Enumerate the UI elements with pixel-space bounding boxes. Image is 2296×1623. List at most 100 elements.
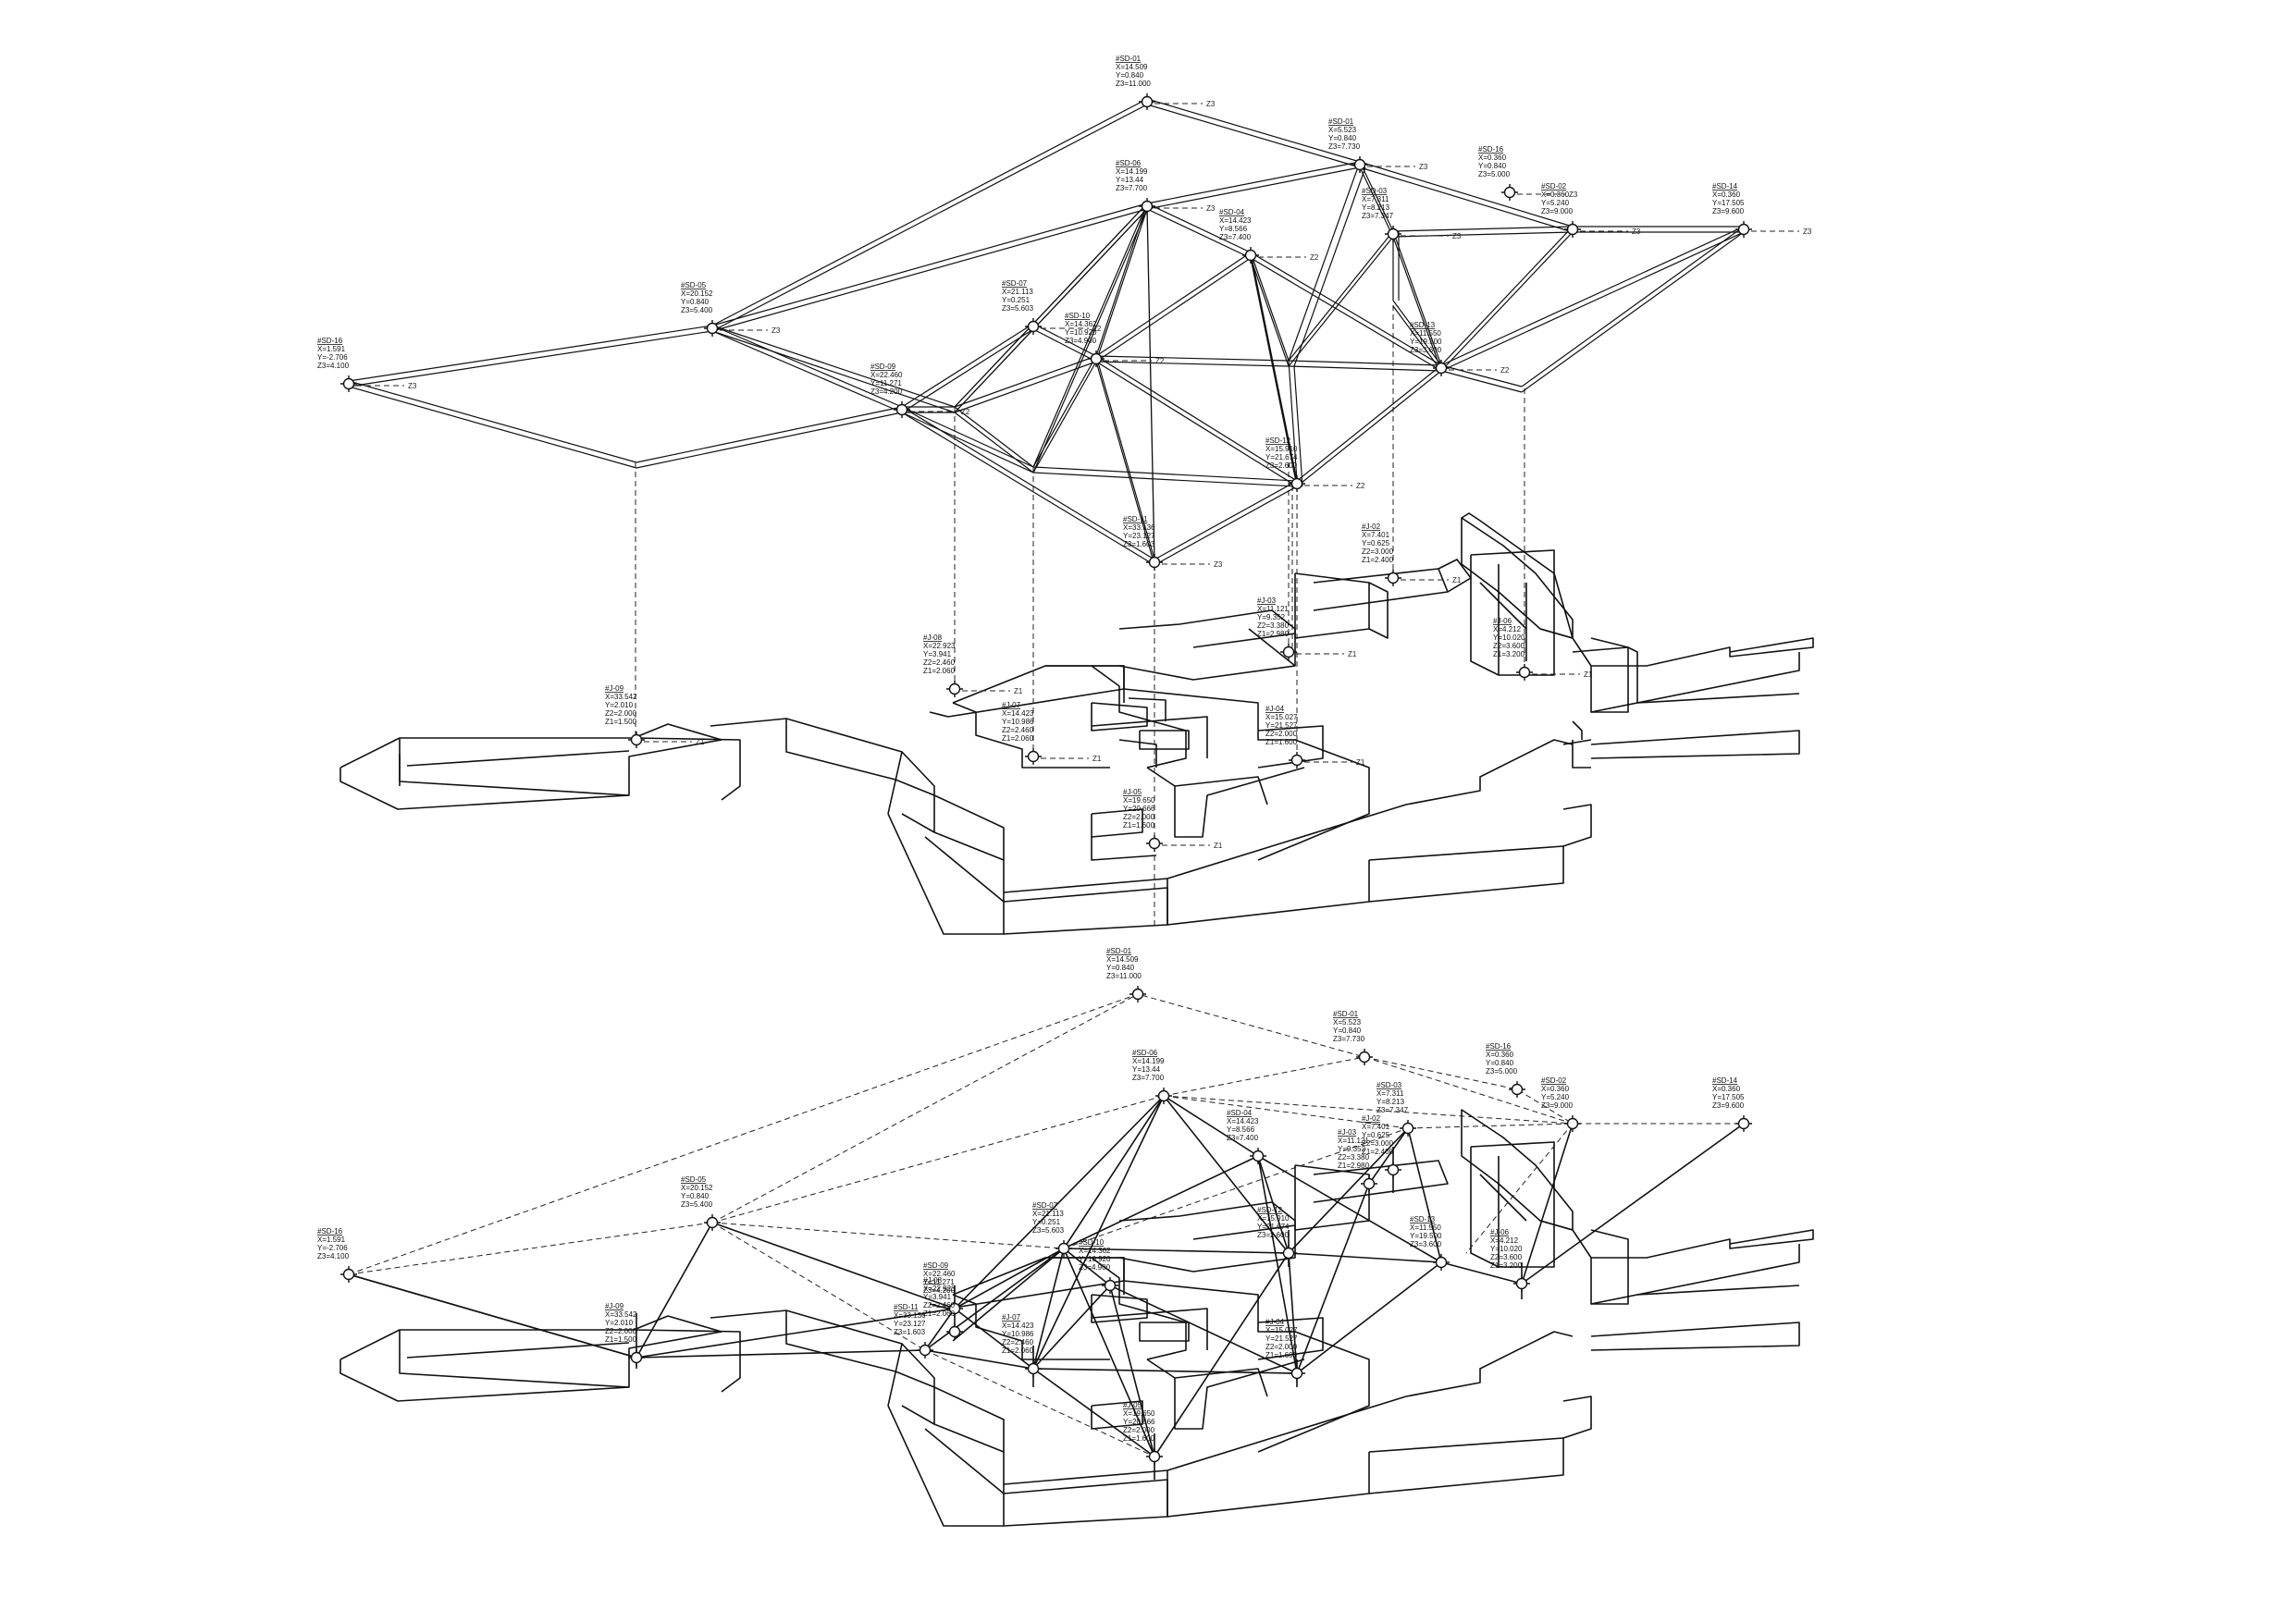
bottom-node-label-line: #SD-13	[1410, 1215, 1436, 1223]
top-node-label-line: X=0.360	[1541, 191, 1570, 199]
top-node-label-line: X=14.509	[1116, 63, 1148, 71]
top-node-label-line: Y=10.986	[1002, 718, 1034, 726]
top-z-tag: Z2	[1500, 366, 1510, 375]
bottom-node-label-line: Y=0.840	[1106, 964, 1135, 972]
bottom-node-label-line: #J-07	[1002, 1313, 1021, 1322]
bottom-node-label-line: Y=3.941	[923, 1293, 952, 1301]
top-node-label-line: Y=13.44	[1116, 176, 1144, 184]
bottom-node-label-line: Z3=5.000	[1486, 1067, 1518, 1076]
top-node-label-line: Y=19.500	[1410, 338, 1442, 346]
top-node-label-line: X=5.523	[1328, 126, 1357, 134]
bottom-node-label-line: Z1=2.060	[923, 1309, 956, 1318]
top-z-tag: Z1	[1214, 842, 1223, 850]
bottom-node-label-line: Z1=1.500	[605, 1335, 637, 1344]
bottom-node-label-line: Y=9.352	[1338, 1145, 1366, 1153]
bottom-node-label-line: Z3=7.730	[1333, 1035, 1365, 1043]
bottom-node-label-line: Y=19.500	[1410, 1232, 1442, 1240]
bottom-node-label-line: #SD-06	[1132, 1049, 1158, 1057]
top-node-label-line: #SD-10	[1065, 312, 1091, 320]
top-node-label-line: Z3=7.400	[1219, 233, 1252, 241]
top-node-label-line: Z1=1.600	[1265, 738, 1298, 746]
top-node-label-line: Y=5.240	[1541, 199, 1570, 207]
bottom-node-label-line: X=0.360	[1712, 1085, 1741, 1093]
top-space-frame	[348, 98, 1745, 925]
top-node-label-line: Z2=2.000	[1265, 730, 1298, 738]
top-node-label-line: Z2=3.380	[1257, 621, 1290, 630]
top-node-label-line: #J-04	[1265, 705, 1285, 713]
top-node-label-line: X=0.360	[1712, 191, 1741, 199]
top-node-label-line: #J-08	[923, 633, 943, 642]
top-z-tag: Z3	[1206, 204, 1216, 213]
top-node-label-line: Z3=11.000	[1116, 80, 1151, 88]
top-node-label-line: Z2=3.000	[1362, 547, 1394, 556]
top-node-label-line: Z2=2.000	[605, 709, 637, 718]
bottom-node-label-line: Z3=5.603	[1032, 1226, 1065, 1235]
bottom-node-label-line: Z1=2.980	[1338, 1162, 1370, 1170]
bottom-node-label-line: #SD-05	[681, 1175, 707, 1184]
bottom-line-frame	[348, 993, 1745, 1480]
top-node-label-line: #SD-03	[1362, 187, 1388, 195]
bottom-node-label-line: #SD-10	[1079, 1238, 1105, 1247]
top-z-tag: Z3	[1452, 232, 1462, 240]
bottom-node-label-line: Y=11.271	[923, 1278, 955, 1286]
top-node-label-line: Z3=5.400	[681, 306, 713, 314]
top-node-label-line: Z3=5.000	[1478, 170, 1511, 178]
bottom-node-label-line: Z1=2.400	[1362, 1148, 1394, 1156]
bottom-node-label-line: Y=21.527	[1265, 1334, 1298, 1343]
bottom-node-label-line: Y=8.566	[1227, 1125, 1255, 1134]
top-node-label-line: Y=23.127	[1123, 532, 1155, 540]
top-z-tag: Z3	[1214, 560, 1223, 569]
bottom-node-label-line: Y=17.505	[1712, 1093, 1745, 1101]
bottom-node-label-line: Z3=7.347	[1376, 1106, 1409, 1114]
top-node-label-line: #SD-07	[1002, 279, 1028, 288]
top-node-label-line: X=14.199	[1116, 167, 1148, 176]
bottom-node-label-line: X=14.509	[1106, 955, 1139, 964]
top-node-label-line: Z2=3.600	[1493, 642, 1525, 650]
top-node-label-line: #SD-12	[1265, 436, 1291, 445]
bottom-node-label-line: Z1=1.600	[1123, 1434, 1155, 1443]
top-node-label-line: #J-06	[1493, 617, 1512, 625]
bottom-node-label-line: X=11.550	[1410, 1223, 1441, 1232]
top-node-label-line: X=15.027	[1265, 713, 1298, 721]
top-node-label-line: #SD-01	[1328, 117, 1354, 126]
bottom-node-label-line: Y=0.625	[1362, 1131, 1390, 1139]
bottom-node-label-line: X=1.591	[317, 1236, 346, 1244]
top-node-label-line: X=15.910	[1265, 445, 1298, 453]
top-node-label-line: Z3=9.000	[1541, 207, 1574, 215]
bottom-node-label-line: #SD-04	[1227, 1109, 1253, 1117]
top-node-label-line: X=14.362	[1065, 320, 1097, 328]
bottom-node-label-line: Z3=7.400	[1227, 1134, 1259, 1142]
bottom-node-label-line: X=15.910	[1257, 1214, 1290, 1223]
bottom-node-label-line: X=5.523	[1333, 1018, 1362, 1027]
top-z-tag: Z2	[1310, 253, 1319, 262]
bottom-node-label-line: X=33.542	[605, 1310, 637, 1319]
top-node-label-line: #SD-06	[1116, 159, 1142, 167]
bottom-node-label-line: Y=5.240	[1541, 1093, 1570, 1101]
bottom-node-label-line: #SD-07	[1032, 1201, 1058, 1210]
top-z-tag: Z2	[961, 408, 970, 416]
top-node-label-line: Z2=2.000	[1123, 813, 1155, 821]
bottom-base-building	[339, 1109, 1814, 1527]
top-node-label-line: X=33.542	[605, 693, 637, 701]
bottom-node-label-line: X=0.360	[1486, 1051, 1514, 1059]
bottom-node-label-line: Z3=2.600	[1257, 1231, 1290, 1239]
